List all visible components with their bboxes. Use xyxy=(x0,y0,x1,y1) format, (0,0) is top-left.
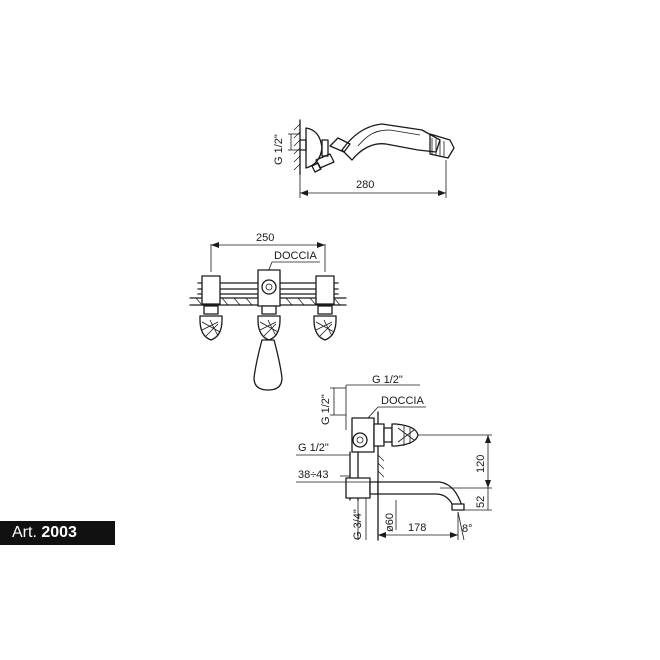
front-width-label: 250 xyxy=(256,232,274,244)
side-inlet-thread-label: G 1/2" xyxy=(298,442,329,454)
side-height-label: 120 xyxy=(475,455,487,473)
front-outlet-label: DOCCIA xyxy=(274,250,317,262)
article-number: 2003 xyxy=(41,524,77,541)
side-spout-height-label: 52 xyxy=(475,496,487,508)
front-view: 250 DOCCIA xyxy=(189,232,347,391)
article-prefix: Art. xyxy=(12,524,37,541)
right-handle xyxy=(313,305,337,341)
hand-shower-view: G 1/2" 280 xyxy=(273,119,455,198)
side-vertical-thread-label: G 1/2" xyxy=(320,394,332,425)
article-label: Art. 2003 xyxy=(0,521,115,545)
side-diameter-label: ø60 xyxy=(384,513,396,532)
side-outlet-label: DOCCIA xyxy=(381,395,424,407)
side-top-thread-label: G 1/2" xyxy=(372,374,403,386)
side-bottom-thread-label: G 3/4" xyxy=(352,509,364,540)
hand-shower-length-label: 280 xyxy=(356,179,374,191)
side-spout-length-label: 178 xyxy=(408,522,426,534)
side-view: G 1/2" G 1/2" DOCCIA xyxy=(296,374,492,541)
center-handle xyxy=(257,305,281,341)
side-adjust-range-label: 38÷43 xyxy=(298,469,329,481)
left-handle xyxy=(199,305,223,341)
hand-shower-thread-label: G 1/2" xyxy=(273,134,285,165)
side-angle-label: 8° xyxy=(462,523,473,535)
